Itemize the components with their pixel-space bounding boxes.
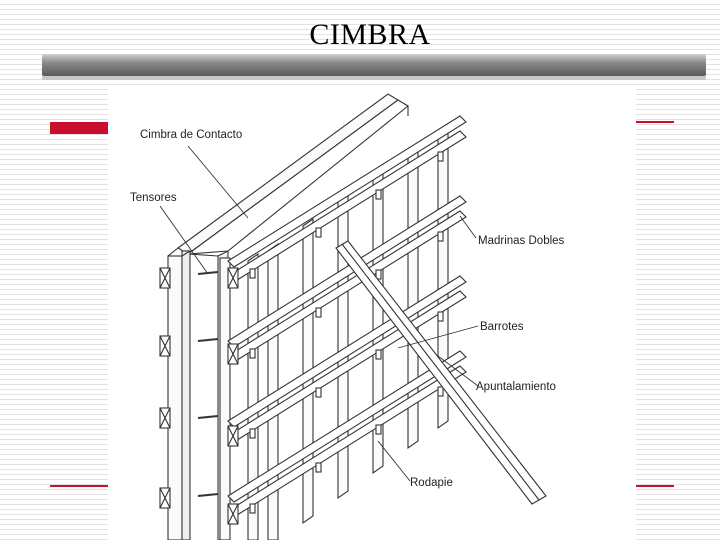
ties xyxy=(249,151,444,514)
left-post xyxy=(167,247,191,540)
post-ties xyxy=(159,267,239,525)
second-post xyxy=(219,257,231,540)
tie-rods xyxy=(197,271,219,497)
label-cimbra-contacto: Cimbra de Contacto xyxy=(140,129,242,141)
accent-line-right-top xyxy=(630,121,674,123)
formwork-svg: Cimbra de Contacto Tensores Madrinas Dob… xyxy=(130,93,565,540)
title-bar xyxy=(42,54,706,76)
label-madrinas-dobles: Madrinas Dobles xyxy=(478,235,565,247)
label-tensores: Tensores xyxy=(130,192,177,204)
accent-line-left-bottom xyxy=(50,485,110,487)
label-rodapie: Rodapie xyxy=(410,477,453,489)
label-barrotes: Barrotes xyxy=(480,321,524,333)
accent-line-right-bottom xyxy=(630,485,674,487)
formwork-diagram: Cimbra de Contacto Tensores Madrinas Dob… xyxy=(108,86,636,540)
label-apuntalamiento: Apuntalamiento xyxy=(476,381,556,393)
accent-bar xyxy=(50,122,112,134)
title-bar-shadow xyxy=(42,76,706,80)
slide-title: CIMBRA xyxy=(309,18,431,51)
walers xyxy=(227,115,467,518)
leaders xyxy=(159,145,479,482)
shore xyxy=(335,240,547,505)
